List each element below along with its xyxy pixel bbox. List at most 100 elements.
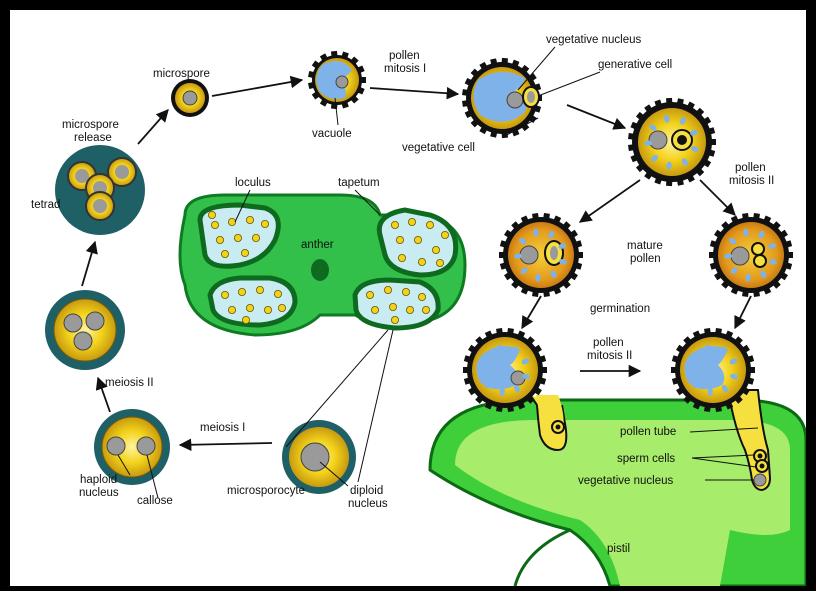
- locule-cell: [274, 290, 281, 297]
- label-pollen-mitosis-i-b: mitosis I: [384, 63, 426, 75]
- locule-cell: [228, 218, 235, 225]
- exine-spike: [715, 328, 722, 335]
- locule-cell: [208, 211, 215, 218]
- locule-cell: [211, 221, 218, 228]
- exine-spike: [742, 290, 749, 297]
- exine-spike: [463, 367, 469, 373]
- exine-spike: [308, 71, 315, 78]
- exine-spike: [628, 133, 635, 140]
- exine-spike: [308, 82, 315, 89]
- locule-cell: [238, 288, 245, 295]
- label-pistil: pistil: [607, 543, 630, 555]
- exine-spike: [671, 367, 677, 373]
- exine-spike: [666, 180, 672, 186]
- exine-spike: [709, 252, 715, 258]
- locule-cell: [234, 234, 241, 241]
- locule-cell: [398, 254, 405, 261]
- label-callose: callose: [137, 495, 173, 507]
- exine-spike: [753, 290, 760, 297]
- exine-spike: [704, 405, 711, 412]
- locule-cell: [246, 216, 253, 223]
- locule-cell: [418, 258, 425, 265]
- label-pollen-mitosis-ii-a: pollen: [735, 162, 766, 174]
- label-mature-pollen-b: pollen: [630, 253, 661, 265]
- locule-cell: [261, 220, 268, 227]
- exine-spike: [499, 252, 505, 258]
- label-pollen-tube: pollen tube: [620, 426, 676, 438]
- microspore-cell: [171, 79, 209, 117]
- exine-spike: [704, 328, 711, 335]
- locule-cell: [441, 231, 448, 238]
- locule-cell: [228, 306, 235, 313]
- locule-cell: [414, 236, 421, 243]
- exine-spike: [462, 89, 469, 96]
- locule-cell: [402, 288, 409, 295]
- locule-cell: [264, 306, 271, 313]
- label-microspore: microspore: [153, 68, 210, 80]
- locule-cell: [221, 250, 228, 257]
- exine-spike: [710, 139, 716, 145]
- label-anther: anther: [301, 239, 334, 251]
- locule-cell: [432, 246, 439, 253]
- label-tapetum: tapetum: [338, 177, 380, 189]
- bicellular-pollen: [628, 98, 716, 186]
- label-vacuole: vacuole: [312, 128, 352, 140]
- exine-spike: [666, 98, 672, 104]
- locule-cell: [241, 249, 248, 256]
- exine-spike: [715, 405, 722, 412]
- exine-spike: [507, 328, 514, 335]
- label-meiosis-i: meiosis I: [200, 422, 245, 434]
- locule-cell: [408, 218, 415, 225]
- label-microspore-release-b: release: [74, 132, 112, 144]
- exine-spike: [749, 367, 755, 373]
- exine-spike: [532, 290, 539, 297]
- label-meiosis-ii: meiosis II: [105, 377, 154, 389]
- vacuole-cell: [308, 51, 366, 109]
- label-pollen-mitosis-ii-c-a: pollen: [593, 337, 624, 349]
- locule-cell: [242, 316, 249, 323]
- locule-cell: [366, 291, 373, 298]
- exine-spike: [577, 252, 583, 258]
- locule-cell: [391, 316, 398, 323]
- anther-vascular-bundle: [311, 259, 329, 281]
- exine-spike: [532, 213, 539, 220]
- exine-spike: [677, 98, 684, 105]
- exine-spike: [502, 58, 508, 64]
- exine-spike: [628, 144, 635, 151]
- locule-cell: [246, 304, 253, 311]
- locule-cell: [221, 291, 228, 298]
- label-vegetative-nucleus-top: vegetative nucleus: [546, 34, 642, 46]
- exine-spike: [360, 77, 366, 83]
- locule-cell: [256, 286, 263, 293]
- anther: [180, 195, 465, 335]
- label-sperm-cells: sperm cells: [617, 453, 675, 465]
- locule-cell: [216, 236, 223, 243]
- label-diploid-nucleus-a: diploid: [350, 485, 383, 497]
- locule-cell: [389, 303, 396, 310]
- label-tetrad: tetrad: [31, 199, 60, 211]
- label-generative-cell: generative cell: [598, 59, 672, 71]
- label-germination: germination: [590, 303, 650, 315]
- label-haploid-nucleus-b: nucleus: [79, 487, 119, 499]
- locule-cell: [422, 306, 429, 313]
- locule-cell: [391, 221, 398, 228]
- diagram-frame: microspore pollen mitosis I vegetative n…: [10, 10, 806, 586]
- label-vegetative-cell: vegetative cell: [402, 142, 475, 154]
- locule-cell: [384, 286, 391, 293]
- exine-spike: [462, 100, 469, 107]
- label-vegetative-nucleus-bottom: vegetative nucleus: [578, 475, 674, 487]
- loculus-bottom-left: [210, 278, 295, 325]
- label-microspore-release-a: microspore: [62, 119, 119, 131]
- locule-cell: [436, 259, 443, 266]
- meiosis-ii-cell: [45, 290, 125, 370]
- label-diploid-nucleus-b: nucleus: [348, 498, 388, 510]
- exine-spike: [507, 405, 514, 412]
- pollen-mitosis-i-cell: [462, 58, 542, 138]
- label-haploid-nucleus-a: haploid: [80, 474, 117, 486]
- locule-cell: [252, 234, 259, 241]
- exine-spike: [753, 213, 760, 220]
- label-loculus: loculus: [235, 177, 271, 189]
- locule-cell: [278, 304, 285, 311]
- locule-cell: [426, 221, 433, 228]
- exine-spike: [787, 252, 793, 258]
